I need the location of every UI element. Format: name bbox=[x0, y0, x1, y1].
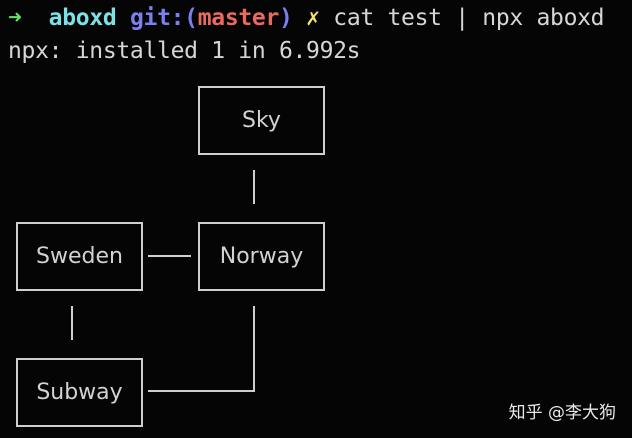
edge-sweden-subway bbox=[71, 306, 73, 340]
node-label: Sweden bbox=[36, 244, 123, 269]
prompt-arrow-icon: ➜ bbox=[8, 5, 22, 31]
diagram-node-sky: Sky bbox=[198, 86, 325, 155]
git-prefix: git:( bbox=[129, 5, 198, 31]
command-line: ➜ aboxd git:(master) ✗ cat test | npx ab… bbox=[8, 3, 605, 33]
node-label: Subway bbox=[36, 380, 123, 405]
node-label: Sky bbox=[242, 108, 281, 133]
node-label: Norway bbox=[219, 244, 304, 269]
command-output: npx: installed 1 in 6.992s bbox=[8, 38, 361, 64]
edge-sky-norway bbox=[253, 170, 255, 204]
prompt-directory: aboxd bbox=[48, 5, 117, 31]
diagram-node-norway: Norway bbox=[198, 222, 325, 291]
diagram-node-subway: Subway bbox=[16, 358, 143, 427]
edge-subway-norway-horizontal bbox=[148, 390, 255, 392]
git-dirty-icon: ✗ bbox=[306, 5, 320, 31]
edge-sweden-norway bbox=[148, 255, 191, 257]
watermark: 知乎 @李大狗 bbox=[508, 403, 616, 423]
diagram-node-sweden: Sweden bbox=[16, 222, 143, 291]
git-suffix: ) bbox=[279, 5, 293, 31]
git-branch: master bbox=[197, 5, 280, 31]
edge-subway-norway-vertical bbox=[253, 306, 255, 392]
command-text: cat test | npx aboxd bbox=[333, 5, 605, 31]
